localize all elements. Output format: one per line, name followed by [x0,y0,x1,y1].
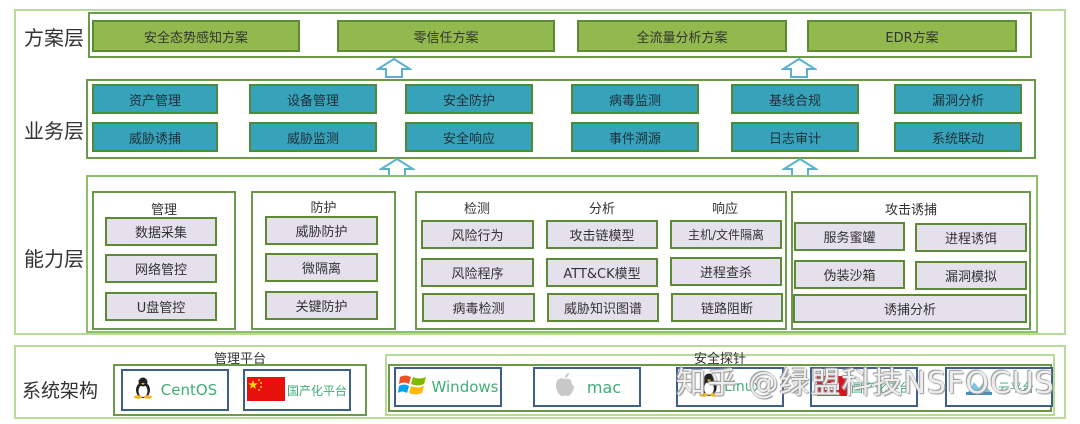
architecture-outer-frame [14,9,1066,335]
linux-penguin-icon [133,377,153,403]
capability-item: 数据采集 [105,217,217,246]
capability-item: 风险行为 [421,220,534,249]
capability-item: 风险程序 [421,258,534,287]
os-box-linux: Linux [676,367,784,407]
business-item: 威胁监测 [249,122,377,152]
system-architecture-frame [14,345,1066,419]
watermark: 知乎 @绿盟科技NSFOCUS [676,366,1055,401]
cloud-icon [964,376,994,399]
capability-item: 微隔离 [265,253,378,282]
china-flag-icon [246,376,285,404]
management-platform-title: 管理平台 [213,352,266,367]
os-label: CentOS [160,381,218,399]
solution-item: 零信任方案 [337,20,555,52]
capability-item: 攻击链模型 [546,220,658,249]
group-title: 检测 [463,202,490,217]
os-box-domestic-platform: 国产化平台 [243,369,351,411]
business-layer-label: 业务层 [24,119,84,143]
business-layer-frame [86,79,1036,159]
capability-item: 进程诱饵 [915,223,1027,252]
capability-item: 进程查杀 [670,257,782,286]
capability-item: 病毒检测 [422,293,535,322]
os-label: 国产化平台 [850,380,911,395]
os-label: Linux [724,379,762,395]
os-box-cloud: 云平台 [945,367,1053,407]
capability-item: 关键防护 [265,291,378,320]
capability-item: ATT&CK模型 [546,258,658,287]
security-probe-title: 安全探针 [693,352,746,367]
red-badge-icon [816,375,847,399]
solution-item: 全流量分析方案 [577,20,787,52]
os-box-windows: Windows [394,367,502,407]
business-item: 病毒监测 [571,84,699,114]
linux-penguin-icon [698,373,720,401]
capability-item: 威胁知识图谱 [547,293,659,322]
capability-item: 伪装沙箱 [794,260,905,289]
apple-logo-icon [553,372,577,402]
os-label: mac [586,377,622,397]
up-arrow-icon [376,58,412,78]
capability-item: 诱捕分析 [793,294,1027,323]
capability-item: 主机/文件隔离 [670,220,782,249]
solution-layer-label: 方案层 [24,26,84,50]
business-item: 安全防护 [405,84,533,114]
os-box-centos: CentOS [121,369,229,411]
os-label: 云平台 [997,380,1034,395]
group-title: 防护 [310,201,337,216]
business-item: 事件溯源 [571,122,699,152]
group-title: 攻击诱捕 [884,203,937,218]
os-label: 国产化平台 [286,383,347,398]
os-box-domestic-platform-probe: 国产化平台 [810,367,918,407]
os-box-mac: mac [533,367,641,407]
solution-item: EDR方案 [807,20,1017,52]
business-item: 安全响应 [405,122,533,152]
business-item: 威胁诱捕 [92,122,218,152]
system-layer-label: 系统架构 [22,380,99,402]
solution-item: 安全态势感知方案 [92,20,300,52]
business-item: 系统联动 [894,122,1022,152]
business-item: 日志审计 [731,122,859,152]
capability-item: 服务蜜罐 [794,222,905,251]
group-title: 分析 [588,202,615,217]
up-arrow-icon [781,58,817,78]
capability-item: 威胁防护 [265,216,378,245]
business-item: 设备管理 [249,84,377,114]
group-title: 响应 [711,202,738,217]
capability-layer-label: 能力层 [24,247,84,271]
capability-item: 链路阻断 [671,293,783,322]
capability-item: 漏洞模拟 [915,261,1027,290]
windows-logo-icon [397,373,428,401]
group-title: 管理 [150,203,177,218]
business-item: 基线合规 [731,84,859,114]
business-item: 资产管理 [92,84,218,114]
capability-item: U盘管控 [105,292,217,321]
capability-item: 网络管控 [105,254,217,283]
security-probe-outer [385,354,1055,416]
os-label: Windows [431,378,499,396]
business-item: 漏洞分析 [894,84,1022,114]
